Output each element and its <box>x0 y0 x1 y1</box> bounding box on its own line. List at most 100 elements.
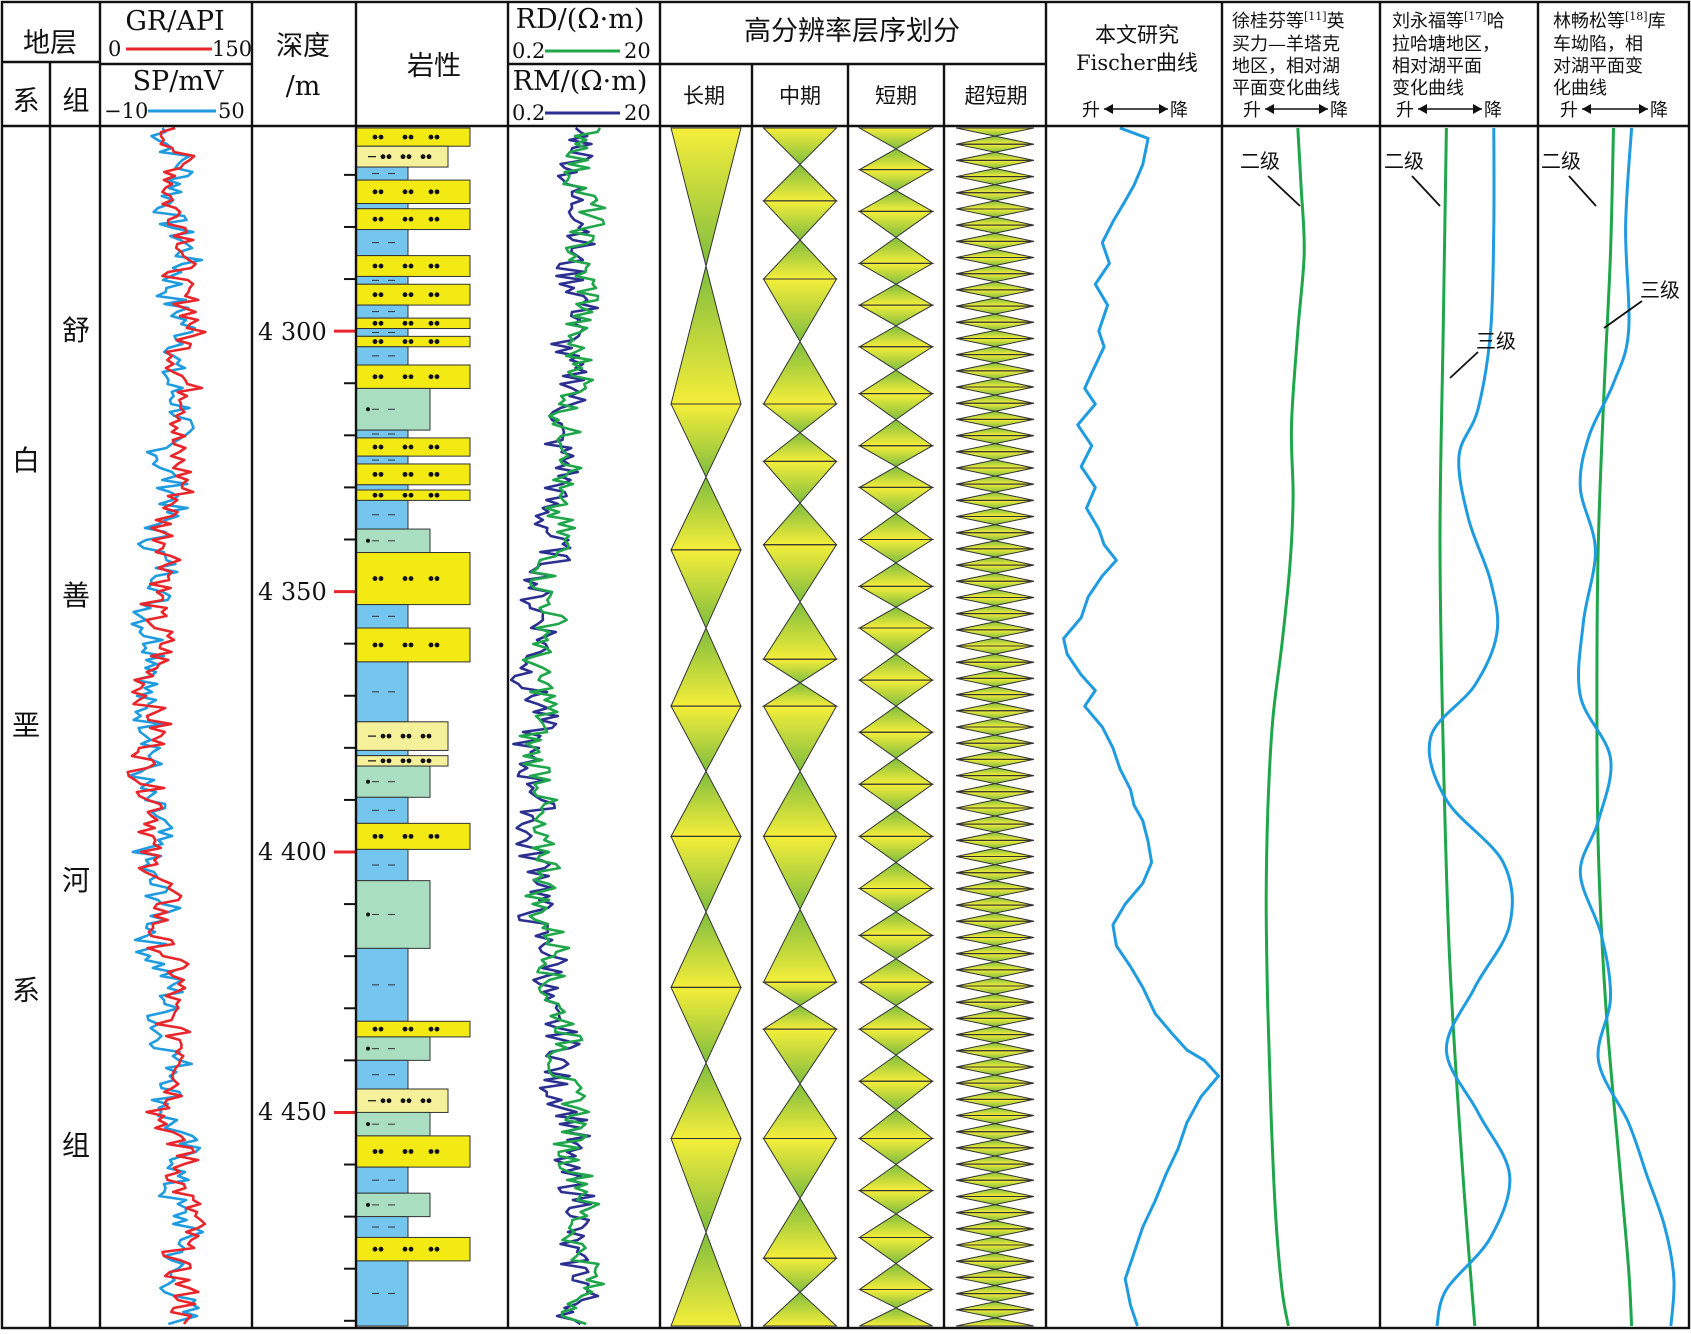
litho-dot <box>428 320 434 326</box>
litho-dot <box>426 154 432 160</box>
header-lin-line3: 对湖平面变 <box>1553 56 1643 77</box>
ultra-short-term-triangle-down <box>956 370 1034 380</box>
ultra-short-term-triangle-down <box>956 807 1034 817</box>
header-liu-line3: 相对湖平面 <box>1392 56 1482 77</box>
mid-term-triangle-up <box>762 1197 838 1259</box>
ultra-short-term-triangle-down <box>956 856 1034 866</box>
ultra-short-term-triangle-up <box>956 443 1034 453</box>
ultra-short-term-triangle-up <box>956 1123 1034 1133</box>
litho-layer-mud_blue <box>355 1059 409 1090</box>
short-term-triangle-up <box>857 419 935 447</box>
short-term-triangle-down <box>859 1289 933 1309</box>
ultra-short-term-triangle-down <box>956 159 1034 169</box>
ultra-short-term-triangle-down <box>956 742 1034 752</box>
ultra-short-term-triangle-down <box>956 224 1034 234</box>
ultra-short-term-triangle-up <box>956 346 1034 356</box>
header-lithology: 岩性 <box>407 51 461 82</box>
ultra-short-term-triangle-up <box>956 540 1034 550</box>
litho-dot <box>378 471 384 477</box>
header-depth-1: 深度 <box>276 31 330 62</box>
ultra-short-term-triangle-down <box>956 580 1034 590</box>
ultra-short-term-triangle-down <box>956 127 1034 137</box>
ultra-short-term-triangle-down <box>956 208 1034 218</box>
liu-third-order-leader <box>1449 351 1479 379</box>
header-rd-max: 20 <box>624 39 651 63</box>
litho-layer-mud_blue <box>355 166 409 181</box>
litho-dot <box>434 339 440 344</box>
ultra-short-term-triangle-down <box>956 1293 1034 1303</box>
ultra-short-term-triangle-up <box>956 588 1034 598</box>
ultra-short-term-triangle-up <box>956 1285 1034 1295</box>
short-term-triangle-down <box>857 585 935 608</box>
rd-curve <box>518 127 607 1326</box>
litho-dot <box>434 576 440 581</box>
litho-dot <box>434 374 440 380</box>
litho-layer-mud_blue <box>355 796 409 824</box>
litho-dot <box>400 758 406 764</box>
depth-label-4300: 4 300 <box>258 318 327 346</box>
header-liu-fall: 降 <box>1484 100 1502 121</box>
mid-term-triangle-up <box>762 432 838 462</box>
ultra-short-term-triangle-down <box>956 1034 1034 1044</box>
short-term-triangle-up <box>857 1163 935 1192</box>
litho-dot <box>420 758 426 764</box>
mid-term-triangle-down <box>762 705 838 773</box>
litho-layer-mud_blue <box>355 484 409 491</box>
ultra-short-term-triangle-down <box>956 1260 1034 1270</box>
xu-arrow-left-head <box>1265 104 1274 114</box>
ultra-short-term-triangle-up <box>956 734 1034 744</box>
litho-dot <box>378 444 384 450</box>
fischer-arrow-left-head <box>1104 104 1113 114</box>
litho-dot <box>420 733 426 739</box>
log-curves <box>126 126 607 1326</box>
litho-dot <box>428 292 434 298</box>
ultra-short-term-triangle-up <box>956 313 1034 323</box>
long-term-triangle-down <box>670 403 742 479</box>
litho-dot <box>366 1202 370 1207</box>
ultra-short-term-triangle-down <box>956 564 1034 574</box>
litho-dot <box>434 320 440 326</box>
short-term-triangle-up <box>857 465 935 488</box>
litho-dot <box>408 833 414 839</box>
ultra-short-term-triangle-up <box>956 362 1034 372</box>
long-term-triangle-down <box>670 1137 742 1234</box>
litho-dot <box>372 642 378 648</box>
ultra-short-term-triangle-up <box>956 281 1034 291</box>
liu-second-order-leader <box>1411 175 1441 207</box>
litho-dot <box>428 1149 434 1154</box>
litho-dot <box>426 758 432 764</box>
ultra-short-term-triangle-down <box>956 192 1034 202</box>
litho-layer-mud_blue <box>355 346 409 366</box>
ultra-short-term-triangle-up <box>956 945 1034 955</box>
litho-dot <box>372 292 378 298</box>
litho-dot <box>402 189 408 195</box>
litho-dot <box>428 642 434 648</box>
litho-dot <box>386 154 392 160</box>
ultra-short-term-triangle-up <box>956 200 1034 210</box>
short-term-triangle-down <box>857 679 935 707</box>
mid-term-triangle-down <box>762 278 838 343</box>
header-sp-max: 50 <box>218 99 245 123</box>
header-lin-fall: 降 <box>1650 100 1668 121</box>
depth-label-4450: 4 450 <box>258 1098 327 1126</box>
litho-layer-mud_blue <box>355 947 409 1022</box>
litho-dot <box>366 1122 370 1127</box>
formation-char-4: 组 <box>62 1129 90 1162</box>
liu-arrow-left-head <box>1418 104 1427 114</box>
ultra-short-term-triangle-up <box>956 507 1034 518</box>
litho-dot <box>402 642 408 648</box>
short-term-triangle-down <box>857 445 935 468</box>
litho-dot <box>372 263 378 269</box>
ultra-short-term-triangle-down <box>956 1050 1034 1060</box>
ultra-short-term-triangle-down <box>956 240 1034 250</box>
ultra-short-term-triangle-down <box>956 321 1034 331</box>
litho-dot <box>408 576 414 581</box>
xu-second-order-label: 二级 <box>1240 149 1280 173</box>
xu-lake-level-curve <box>1264 127 1306 1327</box>
litho-layer-mud_blue <box>355 1166 409 1194</box>
ultra-short-term-triangle-up <box>956 880 1034 890</box>
ultra-short-term-triangle-up <box>956 491 1034 501</box>
ultra-short-term-triangle-up <box>956 896 1034 906</box>
